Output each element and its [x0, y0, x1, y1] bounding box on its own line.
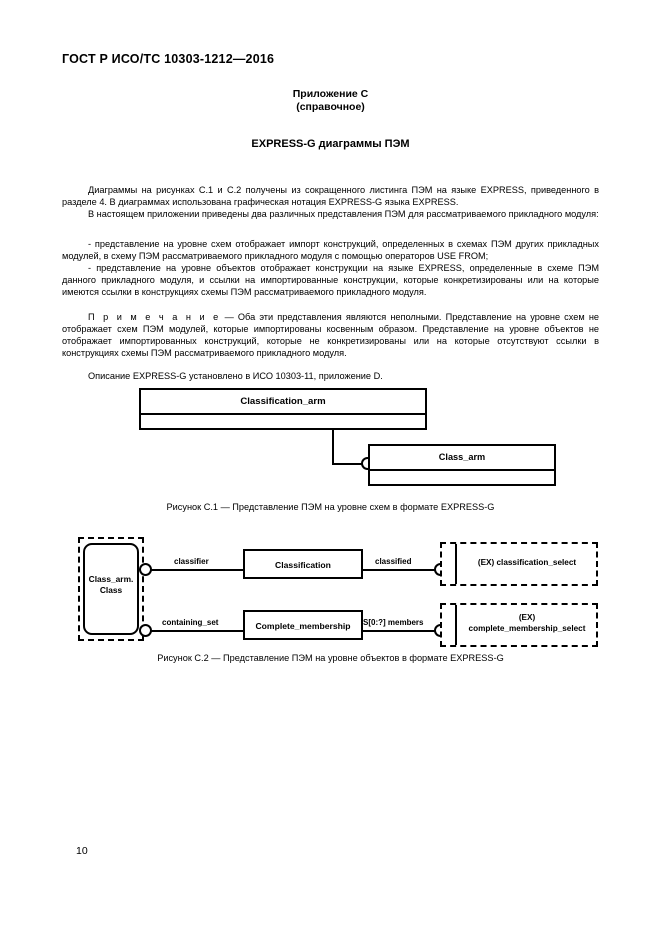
paragraph-1: Диаграммы на рисунках C.1 и C.2 получены…: [62, 185, 599, 208]
paragraph-group-reference: Описание EXPRESS-G установлено в ИСО 103…: [62, 370, 599, 382]
bullet-2: - представление на уровне объектов отобр…: [62, 263, 599, 298]
entity-box-label: Complete_membership: [255, 621, 351, 631]
box-divider: [370, 469, 554, 471]
note-dash: —: [220, 312, 238, 322]
connector-row1-left: [150, 569, 245, 571]
schema-boundary-dashed: [78, 537, 144, 641]
paragraph-3: Описание EXPRESS-G установлено в ИСО 103…: [88, 371, 383, 381]
relation-label-containing-set: containing_set: [162, 618, 219, 627]
box-divider: [141, 413, 425, 415]
figure-c2-caption: Рисунок C.2 — Представление ПЭМ на уровн…: [157, 653, 504, 663]
paragraph-2: В настоящем приложении приведены два раз…: [88, 209, 599, 220]
figure-c1-diagram: Classification_arm Class_arm: [0, 388, 661, 493]
note-text: Оба эти представления являются неполными…: [62, 312, 599, 359]
entity-box-class-arm: Class_arm: [368, 444, 556, 486]
select-type-box-classification-select: [440, 542, 598, 586]
relation-label-members: S[0:?] members: [363, 618, 424, 627]
figure-c2-diagram: Class_arm. Class classifier Classificati…: [0, 535, 661, 647]
connector-row2-left: [150, 630, 245, 632]
connector-horizontal: [332, 463, 364, 465]
select-type-label-classification: (EX) classification_select: [460, 558, 594, 569]
paragraph-group-bullets: - представление на уровне схем отображае…: [62, 238, 599, 298]
select-label-line-1: (EX): [518, 613, 536, 622]
relation-label-classified: classified: [375, 557, 412, 566]
select-type-box-complete-membership-select: [440, 603, 598, 647]
entity-box-label: Class_arm. Class: [78, 574, 144, 595]
connector-row1-right: [362, 569, 442, 571]
entity-box-classification-arm: Classification_arm: [139, 388, 427, 430]
section-title: EXPRESS-G диаграммы ПЭМ: [251, 138, 410, 150]
note-paragraph: П р и м е ч а н и е — Оба эти представле…: [62, 311, 599, 359]
entity-label-line-1: Class_arm.: [88, 574, 134, 584]
figure-c1-caption: Рисунок C.1 — Представление ПЭМ на уровн…: [166, 502, 495, 512]
entity-box-class-arm-class: [83, 543, 139, 635]
entity-box-label: Class_arm: [438, 452, 486, 462]
select-box-inner-bar: [455, 544, 457, 584]
page-number: 10: [76, 845, 88, 857]
document-header: ГОСТ Р ИСО/ТС 10303-1212—2016: [62, 52, 275, 66]
select-label-line-2: complete_membership_select: [468, 623, 586, 633]
entity-box-complete-membership: Complete_membership: [243, 610, 363, 640]
relation-label-classifier: classifier: [174, 557, 209, 566]
select-label-line-1: (EX) classification_select: [477, 558, 577, 567]
annex-title-block: Приложение С (справочное): [0, 88, 661, 114]
entity-box-classification: Classification: [243, 549, 363, 579]
entity-box-label: Classification: [275, 560, 331, 570]
select-box-inner-bar: [455, 605, 457, 645]
annex-title: Приложение С: [292, 88, 369, 100]
bullet-1: - представление на уровне схем отображае…: [62, 239, 599, 262]
paragraph-group-intro: Диаграммы на рисунках C.1 и C.2 получены…: [62, 184, 599, 220]
entity-box-label: Classification_arm: [240, 396, 326, 407]
connector-row2-right: [362, 630, 442, 632]
select-type-label-complete-membership: (EX) complete_membership_select: [460, 613, 594, 634]
entity-label-line-2: Class: [99, 584, 123, 595]
note-label: П р и м е ч а н и е: [88, 312, 221, 322]
annex-subtitle: (справочное): [296, 101, 365, 113]
connector-vertical: [332, 430, 334, 465]
